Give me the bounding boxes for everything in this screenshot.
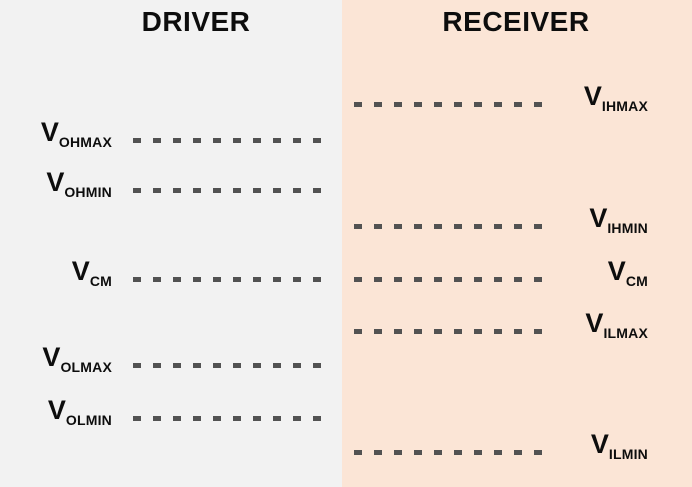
voltage-symbol: V [589, 203, 608, 233]
receiver-label-vihmin: VIHMIN [556, 203, 648, 236]
receiver-panel [342, 0, 692, 487]
voltage-subscript: OLMAX [60, 359, 112, 375]
voltage-symbol: V [583, 81, 602, 111]
receiver-level-line-vihmin [354, 224, 551, 229]
receiver-level-line-vilmax [354, 329, 551, 334]
receiver-label-vcm: VCM [556, 256, 648, 289]
voltage-subscript: OHMIN [64, 184, 112, 200]
voltage-symbol: V [40, 117, 59, 147]
voltage-subscript: OLMIN [65, 412, 112, 428]
driver-label-vcm: VCM [8, 256, 112, 289]
voltage-symbol: V [42, 342, 61, 372]
voltage-symbol: V [46, 167, 65, 197]
voltage-subscript: IHMAX [601, 98, 648, 114]
voltage-symbol: V [585, 308, 604, 338]
receiver-label-vihmax: VIHMAX [556, 81, 648, 114]
receiver-label-vilmin: VILMIN [556, 429, 648, 462]
voltage-subscript: CM [89, 273, 112, 289]
voltage-subscript: CM [625, 273, 648, 289]
driver-title: DRIVER [141, 6, 251, 37]
driver-level-line-vcm [133, 277, 330, 282]
driver-level-line-volmax [133, 363, 330, 368]
voltage-symbol: V [590, 429, 609, 459]
driver-level-line-vohmin [133, 188, 330, 193]
voltage-subscript: ILMAX [603, 325, 648, 341]
voltage-symbol: V [71, 256, 90, 286]
receiver-level-line-vilmin [354, 450, 551, 455]
receiver-level-line-vcm [354, 277, 551, 282]
driver-label-vohmax: VOHMAX [8, 117, 112, 150]
driver-level-line-volmin [133, 416, 330, 421]
driver-level-line-vohmax [133, 138, 330, 143]
driver-label-volmax: VOLMAX [8, 342, 112, 375]
voltage-symbol: V [47, 395, 66, 425]
voltage-symbol: V [607, 256, 626, 286]
receiver-level-line-vihmax [354, 102, 551, 107]
driver-label-volmin: VOLMIN [8, 395, 112, 428]
driver-panel [0, 0, 342, 487]
driver-label-vohmin: VOHMIN [8, 167, 112, 200]
voltage-subscript: IHMIN [607, 220, 648, 236]
voltage-subscript: ILMIN [608, 446, 648, 462]
receiver-title: RECEIVER [442, 6, 590, 37]
voltage-subscript: OHMAX [58, 134, 112, 150]
receiver-label-vilmax: VILMAX [556, 308, 648, 341]
